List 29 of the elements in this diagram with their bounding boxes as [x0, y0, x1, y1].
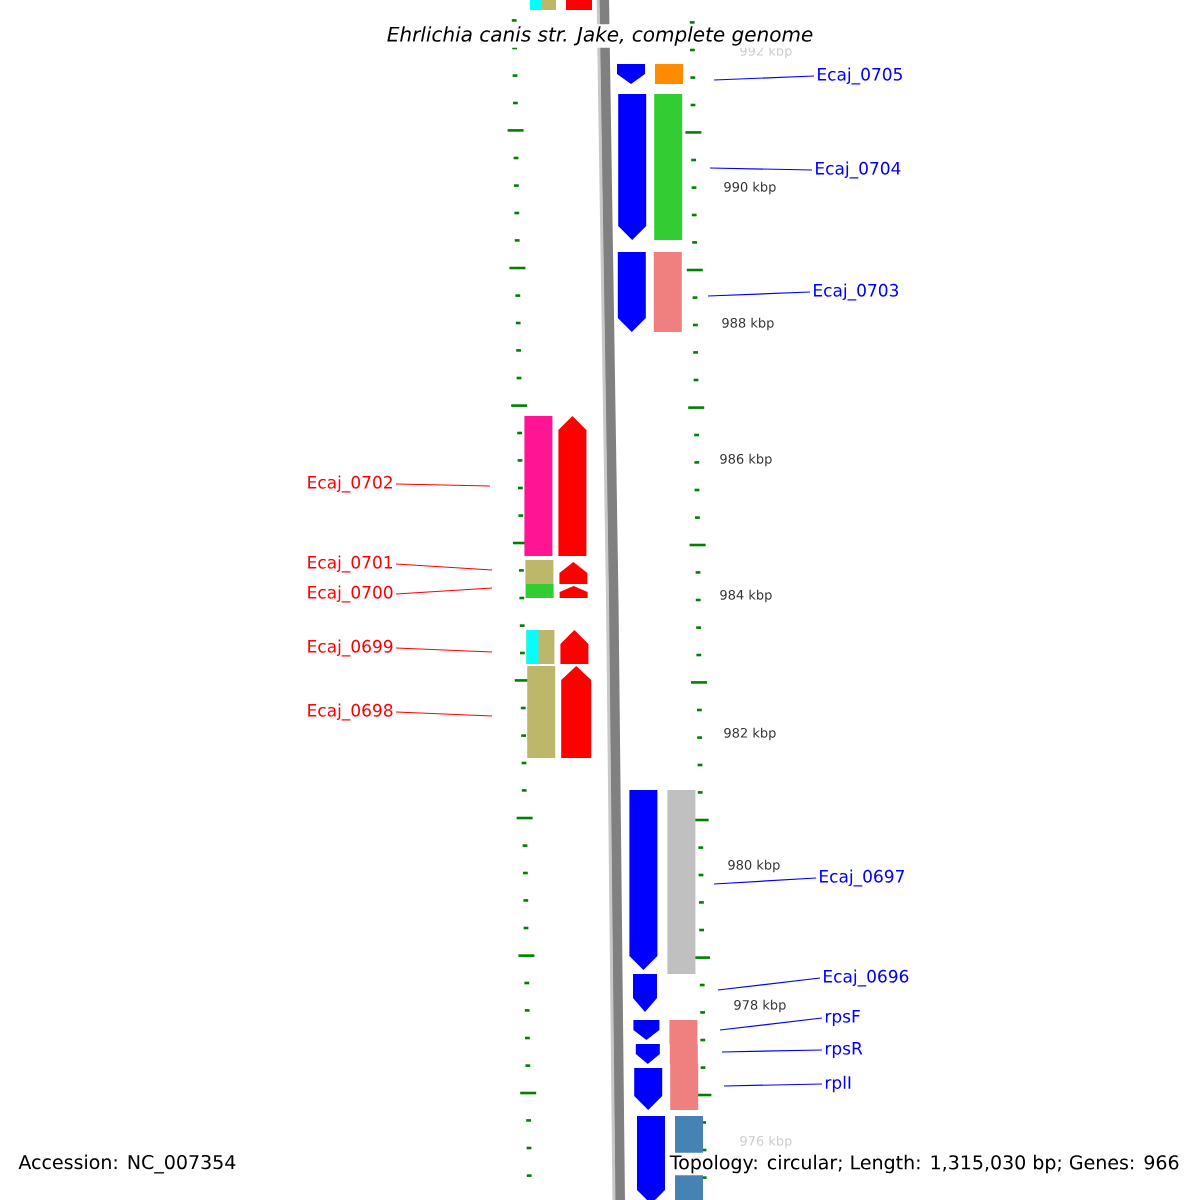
gene-label: Ecaj_0699: [308, 639, 393, 657]
gene-label: rplI: [825, 1075, 851, 1093]
gene-label: Ecaj_0704: [816, 161, 901, 179]
gene-label: Ecaj_0701: [308, 555, 393, 573]
leader-line: [719, 1017, 823, 1031]
leader-line: [713, 75, 815, 81]
leader-line: [717, 977, 821, 991]
leader-line: [395, 483, 491, 487]
gene-label: rpsR: [825, 1042, 863, 1058]
gene-label: Ecaj_0702: [308, 475, 392, 493]
leader-line: [709, 167, 813, 171]
gene-label: rpsF: [825, 1010, 860, 1026]
leader-line: [713, 877, 817, 885]
title: Ehrlichia canis str. Jake, complete genome: [384, 24, 816, 48]
gene-label: Ecaj_0703: [814, 283, 899, 301]
leader-line: [395, 563, 493, 571]
gene-label: Ecaj_0698: [308, 703, 393, 721]
leader-line: [395, 647, 493, 653]
leader-line: [723, 1083, 823, 1087]
gene-label: Ecaj_0700: [308, 585, 393, 603]
genome-info-text: Topology: circular; Length: 1,315,030 bp; Genes: 966: [667, 1152, 1182, 1176]
leader-line: [395, 711, 493, 717]
accession-text: Accession: NC_007354: [16, 1152, 239, 1176]
gene-label: Ecaj_0705: [818, 67, 902, 85]
gene-label: Ecaj_0697: [820, 869, 904, 887]
gene-label: Ecaj_0696: [824, 969, 909, 987]
leader-line: [707, 291, 811, 297]
leader-line: [721, 1049, 823, 1053]
leader-line: [395, 587, 493, 595]
